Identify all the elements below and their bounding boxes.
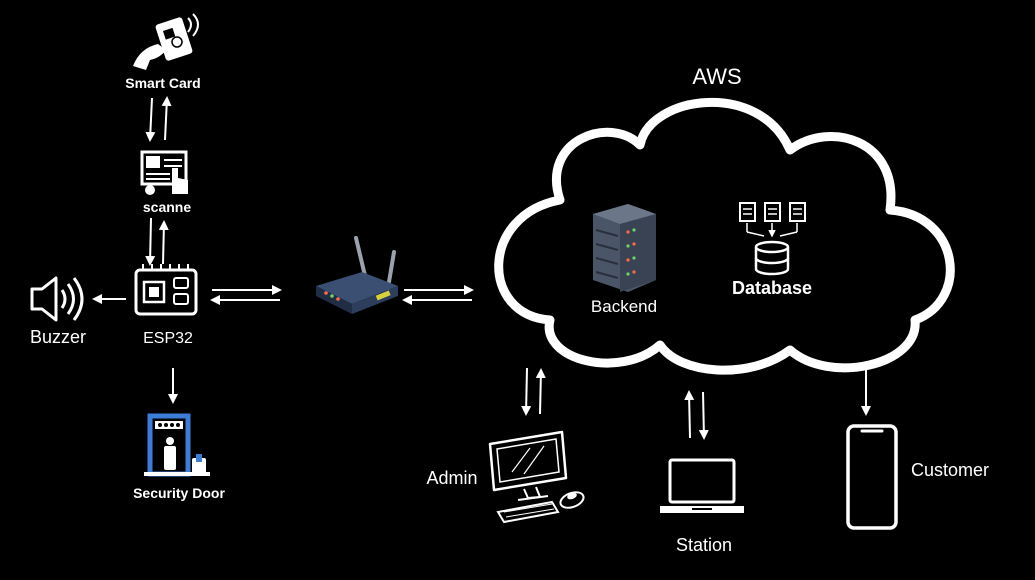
arrow-scanner-to-card bbox=[161, 96, 172, 141]
server-rack-icon bbox=[593, 204, 656, 292]
scanner-label: scanne bbox=[143, 199, 191, 215]
customer-label: Customer bbox=[911, 460, 989, 480]
cloud-icon bbox=[494, 98, 955, 375]
aws-label: AWS bbox=[692, 64, 741, 89]
admin-label: Admin bbox=[426, 468, 477, 488]
router-icon bbox=[316, 236, 398, 314]
laptop-icon bbox=[660, 458, 744, 513]
database-label: Database bbox=[732, 278, 812, 298]
scanner-icon bbox=[140, 150, 188, 195]
arrow-admin-to-cloud bbox=[535, 368, 546, 415]
arrow-esp32-to-scanner bbox=[158, 220, 169, 265]
security-door-label: Security Door bbox=[133, 485, 225, 501]
smartphone-icon bbox=[846, 424, 898, 530]
arrow-scanner-to-esp32 bbox=[145, 217, 156, 266]
smart-card-label: Smart Card bbox=[125, 75, 200, 91]
backend-label: Backend bbox=[591, 297, 657, 316]
speaker-icon bbox=[30, 276, 84, 322]
smart-card-icon bbox=[133, 13, 199, 70]
security-door-icon bbox=[144, 413, 210, 477]
arrow-station-to-cloud bbox=[684, 390, 695, 439]
arrow-cloud-to-station bbox=[698, 391, 709, 440]
desktop-computer-icon bbox=[488, 430, 585, 524]
database-icon bbox=[739, 202, 806, 276]
arrow-card-to-scanner bbox=[145, 97, 156, 142]
esp32-label: ESP32 bbox=[143, 330, 193, 347]
station-label: Station bbox=[676, 535, 732, 555]
arrow-cloud-to-admin bbox=[521, 367, 532, 416]
buzzer-label: Buzzer bbox=[30, 327, 86, 347]
chip-icon bbox=[134, 264, 198, 316]
